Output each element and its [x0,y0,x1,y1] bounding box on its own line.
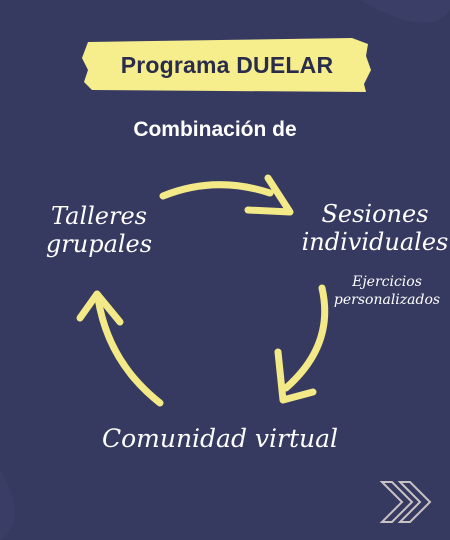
note-line: Ejercicios [352,274,422,290]
arrowhead-to-sesiones [244,174,294,216]
node-label-line: grupales [45,229,153,258]
node-label-line: individuales [301,227,449,256]
arrow-to-talleres [94,294,164,407]
node-note-ejercicios: Ejercicios personalizados [328,273,446,309]
title-highlight [82,38,371,92]
arrow-to-sesiones [159,181,274,200]
note-line: personalizados [333,292,441,309]
subtitle: Combinación de [133,118,297,141]
arrowhead-to-comunidad [274,348,317,404]
node-label-line: Sesiones [321,200,429,228]
node-label-line: Talleres [51,202,147,230]
node-sesiones-individuales: Sesiones individuales [300,200,450,256]
double-chevron-right-icon[interactable] [378,478,434,526]
arrow-to-comunidad [282,284,329,392]
node-comunidad-virtual: Comunidad virtual [101,424,339,453]
node-talleres-grupales: Talleres grupales [40,202,158,258]
arrowhead-to-talleres [76,290,124,326]
page-title: Programa DUELAR [120,51,334,78]
